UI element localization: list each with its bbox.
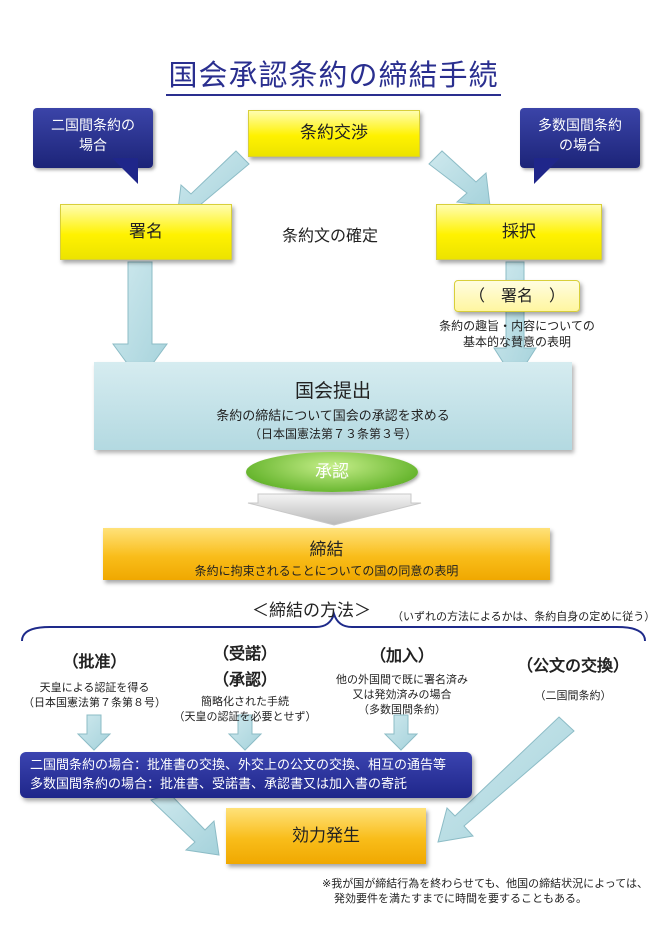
- method-accession: （加入） 他の外国間で既に署名済み 又は発効済みの場合 （多数国間条約）: [322, 640, 482, 717]
- methods-title: ＜締結の方法＞: [252, 601, 371, 621]
- method-accession-desc1: 他の外国間で既に署名済み: [336, 673, 468, 686]
- negotiation-box: 条約交渉: [248, 110, 420, 157]
- conclusion-desc: 条約に拘束されることについての国の同意の表明: [194, 564, 459, 578]
- method-acceptance: （受諾） （承認） 簡略化された手続 （天皇の認証を必要とせず）: [165, 640, 325, 724]
- callout-bilateral-text: 二国間条約の場合: [51, 118, 135, 154]
- method-accession-name: （加入）: [369, 646, 434, 665]
- method-exchange-of-notes: （公文の交換） （二国間条約）: [488, 640, 658, 703]
- method-acceptance-desc2: （天皇の認証を必要とせず）: [173, 710, 317, 723]
- method-acceptance-name: （受諾）: [212, 644, 277, 663]
- adoption-box: 採択: [436, 204, 602, 260]
- text-fixed-label: 条約文の確定: [281, 226, 378, 245]
- footnote-line1: ※我が国が締結行為を終わらせても、他国の締結状況によっては、: [322, 877, 649, 890]
- signature-paren-label: （ 署名 ）: [468, 286, 565, 305]
- arrow-notes-to-effect: [437, 716, 575, 843]
- method-acceptance-desc1: 簡略化された手続: [201, 695, 289, 708]
- method-accession-desc3: （多数国間条約）: [358, 703, 446, 716]
- method-ratification-desc2: （日本国憲法第７条第８号）: [23, 696, 166, 709]
- signature-box: 署名: [60, 204, 232, 260]
- callout-bilateral: 二国間条約の場合: [33, 108, 153, 168]
- arrow-accession: [383, 714, 419, 751]
- footnote-line2: 発効要件を満たすまでに時間を要することもある。: [334, 892, 587, 905]
- callout-multilateral-tail: [534, 158, 560, 184]
- page-title: 国会承認条約の締結手続: [0, 52, 667, 96]
- method-ratification-desc1: 天皇による認証を得る: [39, 681, 150, 694]
- method-acceptance-name2: （承認）: [212, 670, 277, 689]
- callout-bilateral-tail: [112, 158, 138, 184]
- method-ratification: （批准） 天皇による認証を得る （日本国憲法第７条第８号）: [12, 640, 177, 710]
- footnote: ※我が国が締結行為を終わらせても、他国の締結状況によっては、 発効要件を満たすま…: [322, 876, 662, 906]
- signature-paren-box: （ 署名 ）: [454, 280, 580, 312]
- arrow-ratification: [76, 714, 112, 751]
- exchange-line1: 二国間条約の場合：批准書の交換、外交上の公文の交換、相互の通告等: [30, 758, 447, 773]
- diet-title: 国会提出: [294, 380, 371, 402]
- exchange-box: 二国間条約の場合：批准書の交換、外交上の公文の交換、相互の通告等 多数国間条約の…: [20, 752, 472, 798]
- method-accession-desc2: 又は発効済みの場合: [352, 688, 452, 701]
- method-exchange-name: （公文の交換）: [516, 656, 629, 675]
- adoption-label: 採択: [502, 222, 536, 242]
- approval-pill: 承認: [246, 452, 418, 492]
- exchange-line2: 多数国間条約の場合：批准書、受諾書、承認書又は加入書の寄託: [30, 777, 408, 792]
- diet-line1: 条約の締結について国会の承認を求める: [216, 409, 450, 424]
- conclusion-title: 締結: [309, 540, 344, 560]
- effect-box: 効力発生: [226, 808, 426, 864]
- negotiation-label: 条約交渉: [300, 123, 368, 143]
- approval-label: 承認: [315, 462, 349, 482]
- method-exchange-desc1: （二国間条約）: [534, 689, 612, 702]
- conclusion-box: 締結 条約に拘束されることについての国の同意の表明: [103, 528, 550, 580]
- effect-label: 効力発生: [292, 826, 360, 846]
- methods-brace: [21, 610, 646, 642]
- signature-note: 条約の趣旨・内容についての基本的な賛意の表明: [439, 319, 595, 349]
- callout-multilateral-text: 多数国間条約の場合: [538, 118, 622, 154]
- signature-label: 署名: [129, 222, 163, 242]
- diet-line2: （日本国憲法第７３条第３号）: [248, 427, 417, 441]
- methods-note: （いずれの方法によるかは、条約自身の定めに従う）: [392, 610, 656, 623]
- diet-submission-box: 国会提出 条約の締結について国会の承認を求める （日本国憲法第７３条第３号）: [94, 362, 572, 450]
- arrow-to-adoption: [428, 150, 491, 207]
- arrow-acceptance: [227, 714, 263, 751]
- arrow-approval-to-conclusion: [247, 493, 422, 526]
- method-ratification-name: （批准）: [62, 652, 127, 671]
- arrow-exchange-to-effect: [150, 793, 220, 856]
